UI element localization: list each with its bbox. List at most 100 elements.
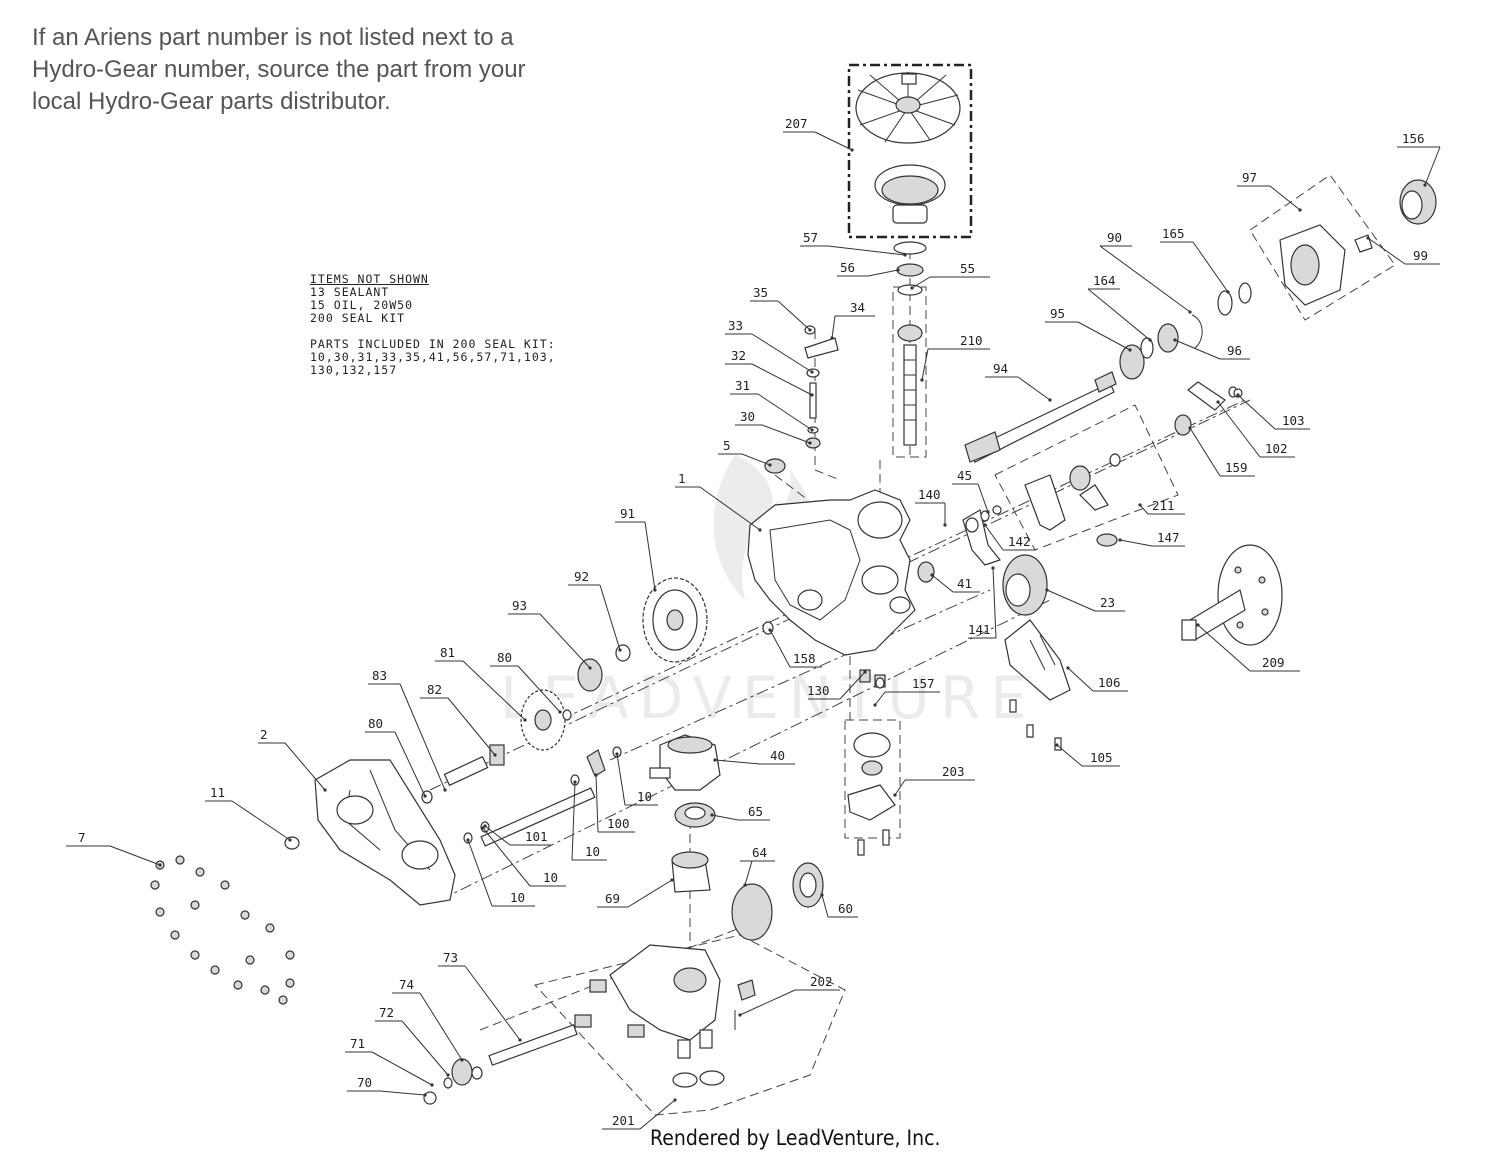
charge-pump [847,669,896,856]
callout-leader [1269,185,1301,211]
callout-90: 90 [1099,230,1192,314]
callout-leader [827,245,906,256]
callout-leader [394,731,426,797]
callout-arrowhead [920,378,924,382]
callout-35: 35 [750,285,812,332]
callout-leader [1197,624,1251,672]
callout-number: 55 [960,261,975,276]
callout-arrowhead [930,573,934,577]
callout-number: 5 [723,438,731,453]
callout-arrowhead [910,286,914,290]
callout-10: 10 [615,752,658,806]
callout-leader [1217,401,1261,458]
callout-number: 11 [210,785,225,800]
callout-number: 202 [810,974,833,989]
items-not-shown-heading: ITEMS NOT SHOWN [310,272,429,286]
bearing-and-guard [1002,554,1071,751]
callout-leader [769,629,791,668]
callout-number: 100 [607,816,630,831]
callout-80: 80 [490,650,562,714]
callout-number: 45 [957,468,972,483]
callout-number: 41 [957,576,972,591]
callout-arrowhead [1138,503,1142,507]
callout-leader [571,781,576,861]
callout-leader [761,424,811,444]
callout-leader [751,333,813,373]
callout-number: 7 [78,830,86,845]
callout-72: 72 [375,1005,450,1077]
side-cover [284,759,456,906]
callout-arrowhead [1298,208,1302,212]
note-line-3: local Hydro-Gear parts distributor. [32,88,391,115]
callout-arrowhead [810,370,814,374]
callout-number: 70 [357,1075,372,1090]
callout-71: 71 [345,1036,434,1087]
callout-45: 45 [952,468,990,514]
control-linkage [764,325,839,474]
brake-assembly [1024,381,1238,547]
callout-number: 101 [525,829,548,844]
callout-arrowhead [615,752,619,756]
callout-73: 73 [438,950,522,1042]
callout-number: 140 [918,487,941,502]
callout-number: 33 [728,318,743,333]
callout-leader [1077,321,1131,351]
callout-leader [599,584,621,651]
callout-arrowhead [1196,623,1200,627]
callout-80: 80 [365,716,427,798]
note-line-2: Hydro-Gear number, source the part from … [32,56,526,83]
callout-leader [911,276,931,289]
callout-number: 130 [807,683,830,698]
callout-leader [644,521,656,591]
callout-number: 82 [427,682,442,697]
callout-arrowhead [518,1038,522,1042]
callout-arrowhead [483,824,487,828]
callout-arrowhead [673,1098,677,1102]
callout-number: 74 [399,977,414,992]
callout-leader [1017,376,1051,401]
callout-number: 105 [1090,750,1113,765]
fan-pulley-assembly [855,72,961,224]
callout-arrowhead [670,878,674,882]
callout-159: 159 [1188,426,1255,477]
callout-leader [639,1099,676,1130]
callout-33: 33 [725,318,814,374]
callout-30: 30 [735,409,812,445]
callout-number: 142 [1008,534,1031,549]
callout-number: 83 [372,668,387,683]
callout-7: 7 [66,830,162,867]
callout-arrowhead [573,780,577,784]
callout-60: 60 [820,893,858,918]
callout-96: 96 [1173,338,1250,360]
callout-number: 80 [368,716,383,731]
callout-arrowhead [558,710,562,714]
input-shaft [423,1024,578,1105]
callout-arrowhead [893,793,897,797]
callout-leader [751,363,813,396]
callout-leader [462,660,526,721]
callout-leader [1189,427,1221,477]
callout-leader [539,613,591,669]
callout-34: 34 [830,300,875,340]
center-section [574,944,756,1088]
callout-leader [739,989,796,1016]
callout-arrowhead [768,463,772,467]
callout-92: 92 [568,569,622,652]
callout-arrowhead [713,758,717,762]
callout-40: 40 [713,748,795,765]
callout-leader [777,300,811,331]
callout-arrowhead [1055,743,1059,747]
axle-94 [964,282,1252,463]
callout-165: 165 [1160,226,1230,294]
callout-number: 158 [793,651,816,666]
callout-leader [595,774,599,833]
callout-91: 91 [615,506,657,592]
items-not-shown-line: 200 SEAL KIT [310,311,406,325]
gears [421,577,708,804]
callout-74: 74 [392,977,464,1062]
callout-105: 105 [1055,743,1120,767]
callout-arrowhead [903,253,907,257]
callout-number: 71 [350,1036,365,1051]
callout-leader [1056,744,1083,767]
